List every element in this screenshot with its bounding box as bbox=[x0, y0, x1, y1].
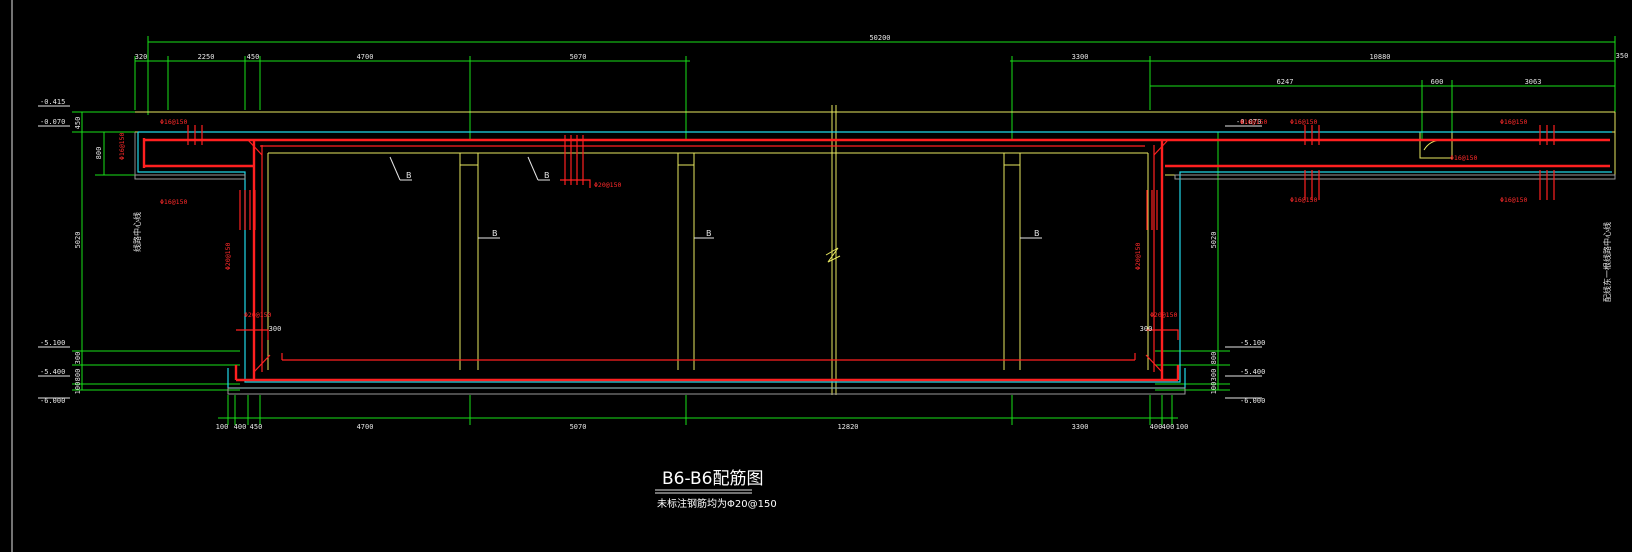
dimension-text: 50200 350 320 2250 450 4700 5070 3300 10… bbox=[74, 34, 1628, 431]
level-left-1-text: -0.415 bbox=[40, 98, 65, 106]
dim-top-1: 320 bbox=[135, 53, 148, 61]
dim-top-4: 4700 bbox=[357, 53, 374, 61]
dim-bot-2: 400 bbox=[234, 423, 247, 431]
level-markers: -0.415 -0.070 -5.100 -5.400 -6.000 -0.07… bbox=[38, 98, 1265, 405]
rebar-label-14: Φ16@150 bbox=[1450, 154, 1477, 162]
level-right-3: -5.400 bbox=[1225, 368, 1265, 377]
right-vertical-dimensions bbox=[1155, 131, 1230, 391]
level-left-4: -5.400 bbox=[38, 368, 70, 377]
dim-bot-3: 450 bbox=[250, 423, 263, 431]
cushion-layer bbox=[134, 174, 1616, 395]
dim-bot-9: 400 bbox=[1162, 423, 1175, 431]
rebar-label-6: Φ20@150 bbox=[594, 181, 621, 189]
dim-bot-5: 5070 bbox=[570, 423, 587, 431]
dim-bot-4: 4700 bbox=[357, 423, 374, 431]
leader-tag-3: B bbox=[492, 229, 498, 238]
right-centerline-label: 配线东一根线路中心线 bbox=[1602, 222, 1612, 302]
rebar-label-11: Φ16@150 bbox=[1500, 118, 1527, 126]
leader-tag-4: B bbox=[706, 229, 712, 238]
level-right-1: -0.070 bbox=[1225, 118, 1262, 127]
left-centerline-label: 线路中心线 bbox=[132, 212, 142, 252]
level-right-4-text: -6.000 bbox=[1240, 397, 1265, 405]
dim-right-4: 100 bbox=[1210, 382, 1218, 395]
dim-right-3: 300 bbox=[1210, 369, 1218, 382]
title-block: B6-B6配筋图 未标注钢筋均为Φ20@150 bbox=[655, 469, 777, 510]
left-vertical-dimensions bbox=[72, 111, 240, 391]
annotations: 线路中心线 配线东一根线路中心线 B B B B B bbox=[132, 156, 1612, 302]
dim-bot-10: 100 bbox=[1176, 423, 1189, 431]
rebar-labels: Φ16@150 Φ16@150 Φ16@150 Φ20@150 Φ20@150 … bbox=[118, 118, 1527, 319]
level-left-5-text: -6.000 bbox=[40, 397, 65, 405]
leader-tag-1: B bbox=[406, 171, 412, 180]
waterproof-layer bbox=[137, 131, 1612, 389]
level-left-2: -0.070 bbox=[38, 118, 70, 127]
drawing-subtitle: 未标注钢筋均为Φ20@150 bbox=[657, 497, 777, 510]
leader-tag-5: B bbox=[1034, 229, 1040, 238]
dim-right-2: 800 bbox=[1210, 352, 1218, 365]
rebar-main bbox=[142, 125, 1610, 382]
dim-left-3: 5020 bbox=[74, 232, 82, 249]
dim-small-right: 300 bbox=[1140, 325, 1153, 333]
leader-tag-2: B bbox=[544, 171, 550, 180]
rebar-label-10: Φ16@150 bbox=[1290, 196, 1317, 204]
level-right-3-text: -5.400 bbox=[1240, 368, 1265, 376]
dim-sub-2: 600 bbox=[1431, 78, 1444, 86]
rebar-label-7: Φ16@150 bbox=[1240, 118, 1267, 126]
rebar-label-2: Φ16@150 bbox=[118, 133, 126, 160]
rebar-label-12: Φ16@150 bbox=[1500, 196, 1527, 204]
level-right-2: -5.100 bbox=[1225, 339, 1265, 348]
level-left-1: -0.415 bbox=[38, 98, 70, 107]
dim-top-7: 10880 bbox=[1369, 53, 1390, 61]
dim-bot-8: 400 bbox=[1150, 423, 1163, 431]
level-left-3: -5.100 bbox=[38, 339, 70, 348]
level-left-5: -6.000 bbox=[38, 397, 70, 405]
dim-sub-1: 6247 bbox=[1277, 78, 1294, 86]
dim-bot-6: 12820 bbox=[837, 423, 858, 431]
dim-bot-1: 100 bbox=[216, 423, 229, 431]
dim-left-4: 300 bbox=[74, 352, 82, 365]
dim-top-6: 3300 bbox=[1072, 53, 1089, 61]
level-right-4: -6.000 bbox=[1225, 397, 1265, 405]
structure-outline bbox=[135, 105, 1616, 395]
level-right-2-text: -5.100 bbox=[1240, 339, 1265, 347]
rebar-label-3: Φ16@150 bbox=[160, 198, 187, 206]
rebar-label-1: Φ16@150 bbox=[160, 118, 187, 126]
dim-small-left: 300 bbox=[269, 325, 282, 333]
drawing-title: B6-B6配筋图 bbox=[662, 469, 764, 489]
level-right-1-text: -0.070 bbox=[1236, 118, 1261, 126]
bottom-dimension-chain bbox=[218, 395, 1178, 425]
dim-top-5: 5070 bbox=[570, 53, 587, 61]
dim-left-2: 800 bbox=[95, 147, 103, 160]
rebar-label-4: Φ20@150 bbox=[224, 243, 232, 270]
dim-left-6: 100 bbox=[74, 382, 82, 395]
rebar-label-8: Φ20@150 bbox=[1134, 243, 1142, 270]
rebar-label-5: Φ20@150 bbox=[244, 311, 271, 319]
dim-top-right-end: 350 bbox=[1616, 52, 1629, 60]
dim-sub-3: 3063 bbox=[1525, 78, 1542, 86]
dim-right-1: 5020 bbox=[1210, 232, 1218, 249]
dim-bot-7: 3300 bbox=[1072, 423, 1089, 431]
dim-top-3: 450 bbox=[247, 53, 260, 61]
dim-top-overall: 50200 bbox=[869, 34, 890, 42]
top-dimension-chains bbox=[134, 36, 1616, 140]
dim-top-2: 2250 bbox=[198, 53, 215, 61]
level-left-2-text: -0.070 bbox=[40, 118, 65, 126]
rebar-label-9: Φ20@150 bbox=[1150, 311, 1177, 319]
dim-left-5: 800 bbox=[74, 369, 82, 382]
level-left-3-text: -5.100 bbox=[40, 339, 65, 347]
level-left-4-text: -5.400 bbox=[40, 368, 65, 376]
rebar-label-13: Φ16@150 bbox=[1290, 118, 1317, 126]
dim-left-1: 450 bbox=[74, 117, 82, 130]
